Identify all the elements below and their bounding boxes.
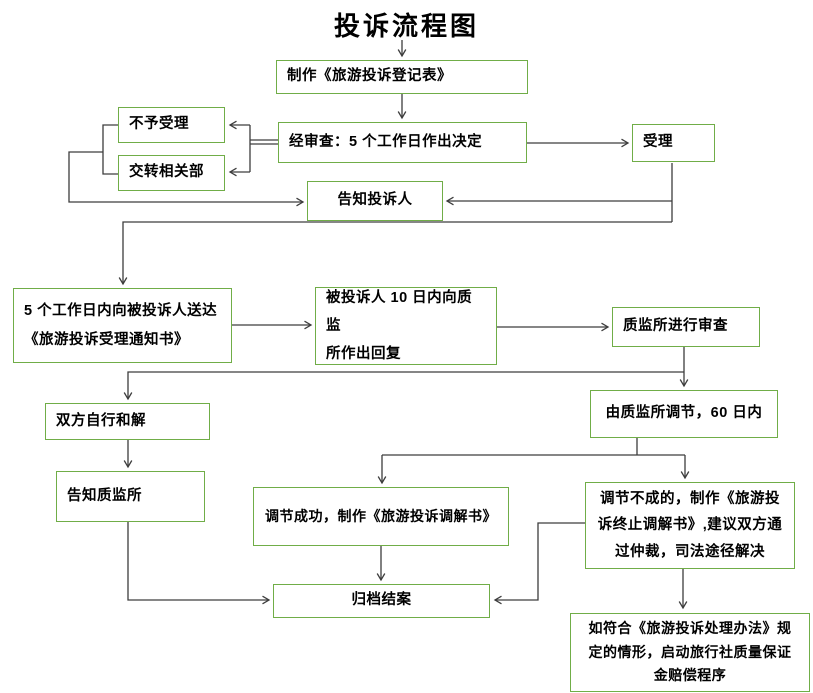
connector-accepted-to-deliver-notice (118, 221, 672, 286)
connector-notify-qms-to-file (127, 522, 271, 605)
node-make-registration-form: 制作《旅游投诉登记表》 (276, 60, 528, 94)
node-label: 制作《旅游投诉登记表》 (287, 68, 452, 85)
node-transfer-related-dept: 交转相关部 (118, 155, 225, 191)
node-label: 由质监所调节，60 日内 (605, 405, 763, 422)
node-label: 受理 (643, 134, 673, 151)
node-label: 不予受理 (129, 116, 189, 133)
node-notify-complainant: 告知投诉人 (307, 181, 443, 221)
node-label: 被投诉人 10 日内向质监 所作出回复 (326, 289, 473, 363)
node-label: 质监所进行审查 (623, 318, 728, 335)
node-respondent-reply: 被投诉人 10 日内向质监 所作出回复 (315, 287, 497, 365)
node-label: 归档结案 (351, 592, 412, 609)
connector-left-bracket (102, 124, 118, 175)
node-self-reconciliation: 双方自行和解 (45, 403, 210, 440)
node-notify-qms: 告知质监所 (56, 471, 205, 522)
node-label: 交转相关部 (129, 164, 204, 181)
node-mediation-fail: 调节不成的，制作《旅游投 诉终止调解书》,建议双方通 过仲裁，司法途径解决 (585, 482, 795, 569)
node-file-and-close: 归档结案 (273, 584, 490, 618)
node-review-decision: 经审查：5 个工作日作出决定 (278, 122, 527, 163)
node-label: 经审查：5 个工作日作出决定 (289, 133, 483, 150)
node-qms-review: 质监所进行审查 (612, 307, 760, 347)
node-guarantee-fund: 如符合《旅游投诉处理办法》规 定的情形，启动旅行社质量保证 金赔偿程序 (570, 613, 810, 692)
node-accepted: 受理 (632, 124, 715, 162)
node-label: 调节成功，制作《旅游投诉调解书》 (265, 508, 497, 525)
node-not-accepted: 不予受理 (118, 107, 225, 143)
node-label: 调节不成的，制作《旅游投 诉终止调解书》,建议双方通 过仲裁，司法途径解决 (597, 491, 783, 560)
node-label: 双方自行和解 (56, 412, 146, 429)
connector-review-split (249, 125, 278, 172)
node-label: 告知质监所 (67, 487, 142, 504)
node-deliver-acceptance-notice: 5 个工作日内向被投诉人送达 《旅游投诉受理通知书》 (13, 288, 232, 363)
connector-mediation-branch (382, 438, 685, 456)
page-title: 投诉流程图 (333, 11, 479, 41)
node-mediation-success: 调节成功，制作《旅游投诉调解书》 (253, 487, 509, 546)
node-label: 5 个工作日内向被投诉人送达 《旅游投诉受理通知书》 (24, 303, 218, 348)
node-label: 如符合《旅游投诉处理办法》规 定的情形，启动旅行社质量保证 金赔偿程序 (588, 619, 792, 684)
node-label: 告知投诉人 (337, 192, 413, 209)
node-qms-mediation: 由质监所调节，60 日内 (590, 390, 778, 438)
